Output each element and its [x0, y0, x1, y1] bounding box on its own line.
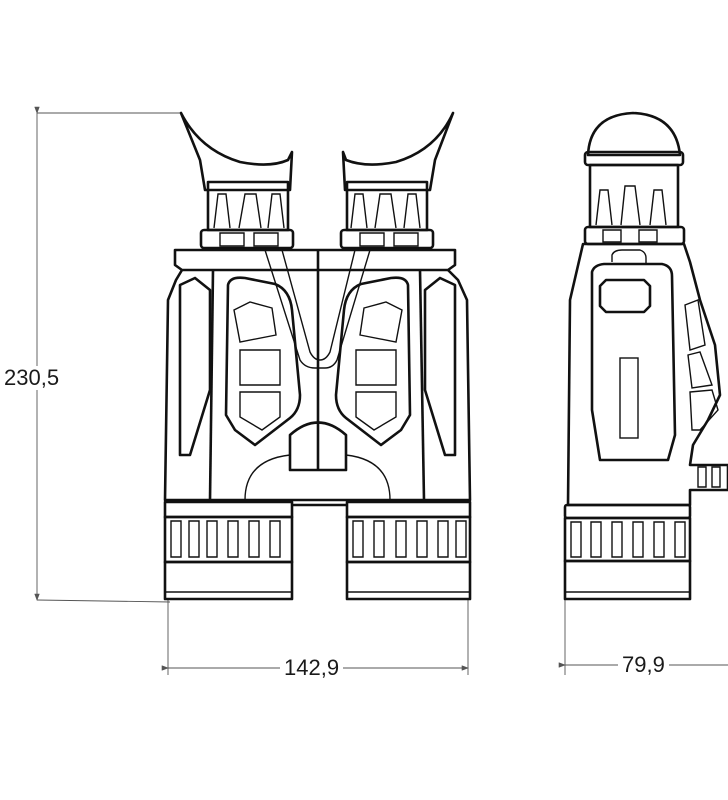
front-view	[163, 111, 472, 601]
height-dimension-line	[34, 106, 180, 603]
width-dimension-label: 142,9	[280, 656, 344, 680]
side-view	[563, 111, 728, 601]
depth-dimension-label: 79,9	[618, 653, 669, 677]
height-dimension-label: 230,5	[0, 366, 64, 390]
